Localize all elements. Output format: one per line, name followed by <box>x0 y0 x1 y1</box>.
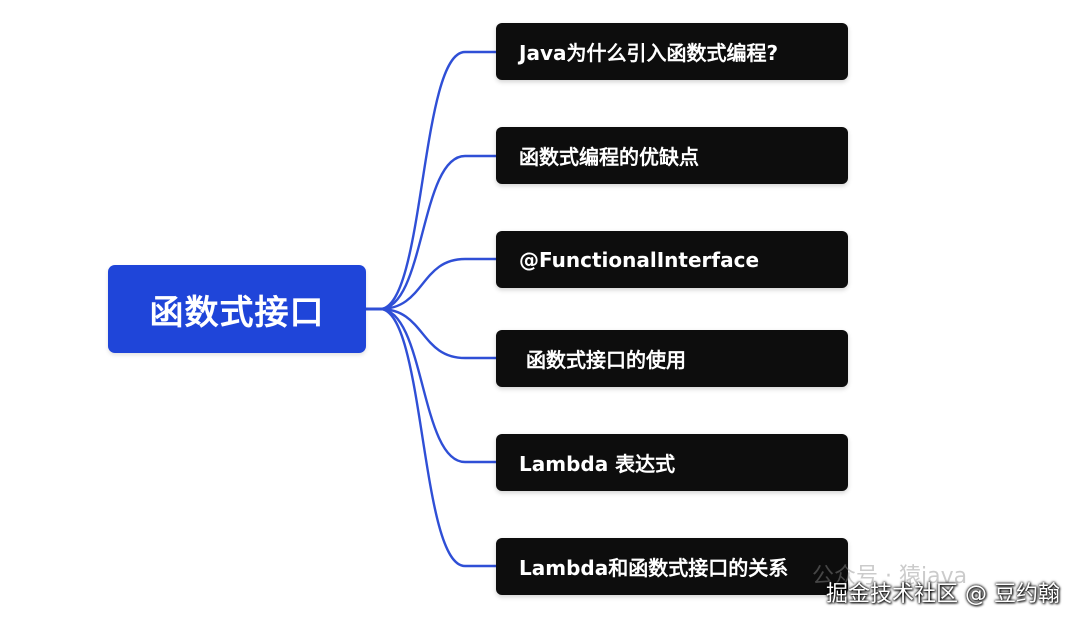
watermark-ghost-text: 公众号 · 猿java <box>812 564 968 589</box>
branch-node-label: Lambda和函数式接口的关系 <box>519 556 789 580</box>
branch-node-why-functional[interactable]: Java为什么引入函数式编程? <box>496 23 848 80</box>
connector-1 <box>364 154 498 311</box>
branch-node-label: Lambda 表达式 <box>519 452 676 476</box>
branch-node-pros-cons[interactable]: 函数式编程的优缺点 <box>496 127 848 184</box>
branch-node-lambda-relation[interactable]: Lambda和函数式接口的关系 <box>496 538 848 595</box>
branch-node-label: 函数式编程的优缺点 <box>519 145 699 169</box>
connector-0 <box>364 50 498 311</box>
branch-node-lambda[interactable]: Lambda 表达式 <box>496 434 848 491</box>
watermark-text: 掘金技术社区 @ 豆约翰 <box>826 582 1060 607</box>
connector-3 <box>364 307 498 360</box>
connector-4 <box>364 307 498 464</box>
branch-node-label: Java为什么引入函数式编程? <box>519 41 779 65</box>
branch-node-label: 函数式接口的使用 <box>519 348 686 372</box>
root-node[interactable]: 函数式接口 <box>108 265 366 353</box>
connector-2 <box>364 257 498 311</box>
connector-5 <box>364 307 498 568</box>
branch-node-functional-interface-annotation[interactable]: @FunctionalInterface <box>496 231 848 288</box>
root-node-label: 函数式接口 <box>149 292 325 333</box>
branch-node-label: @FunctionalInterface <box>519 247 760 272</box>
branch-node-usage[interactable]: 函数式接口的使用 <box>496 330 848 387</box>
